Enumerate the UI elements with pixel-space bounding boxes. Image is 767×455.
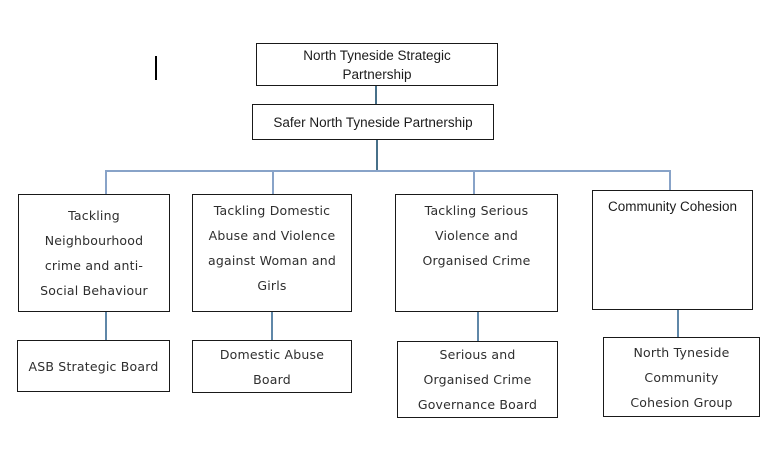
box-domestic-abuse-board[interactable]: Domestic Abuse Board — [192, 340, 352, 393]
box-safer-north-tyneside-partnership[interactable]: Safer North Tyneside Partnership — [252, 104, 494, 140]
box-label: Domestic Abuse Board — [219, 346, 325, 387]
connector-theme-1-to-board-1 — [105, 312, 107, 340]
connector-bus-to-theme-1 — [105, 171, 107, 194]
box-label: Safer North Tyneside Partnership — [273, 114, 473, 130]
box-tackling-neighbourhood-crime[interactable]: Tackling Neighbourhood crime and anti- S… — [18, 194, 170, 312]
connector-theme-4-to-board-4 — [677, 310, 679, 337]
box-label: Tackling Neighbourhood crime and anti- S… — [40, 208, 148, 298]
text-cursor — [155, 56, 157, 80]
box-tackling-domestic-abuse[interactable]: Tackling Domestic Abuse and Violence aga… — [192, 194, 352, 312]
box-label: ASB Strategic Board — [28, 358, 159, 374]
box-label: North Tyneside Strategic Partnership — [303, 47, 451, 82]
box-north-tyneside-community-cohesion-group[interactable]: North Tyneside Community Cohesion Group — [603, 337, 760, 417]
connector-horizontal-bus — [105, 170, 671, 172]
connector-root-to-safer — [375, 86, 377, 104]
box-label: Serious and Organised Crime Governance B… — [417, 347, 538, 412]
box-tackling-serious-violence[interactable]: Tackling Serious Violence and Organised … — [395, 194, 558, 312]
connector-theme-2-to-board-2 — [271, 312, 273, 340]
box-north-tyneside-strategic-partnership[interactable]: North Tyneside Strategic Partnership — [256, 43, 498, 86]
box-label: Tackling Domestic Abuse and Violence aga… — [208, 203, 336, 293]
connector-bus-to-theme-2 — [272, 171, 274, 194]
connector-bus-to-theme-3 — [473, 171, 475, 194]
box-serious-organised-crime-governance-board[interactable]: Serious and Organised Crime Governance B… — [397, 341, 558, 418]
box-community-cohesion[interactable]: Community Cohesion — [592, 190, 753, 310]
box-asb-strategic-board[interactable]: ASB Strategic Board — [17, 340, 170, 392]
box-label: Tackling Serious Violence and Organised … — [422, 203, 531, 268]
connector-theme-3-to-board-3 — [477, 312, 479, 341]
connector-safer-to-bus — [376, 140, 378, 171]
box-label: North Tyneside Community Cohesion Group — [630, 344, 733, 410]
connector-bus-to-theme-4 — [669, 171, 671, 190]
box-label: Community Cohesion — [607, 199, 738, 214]
